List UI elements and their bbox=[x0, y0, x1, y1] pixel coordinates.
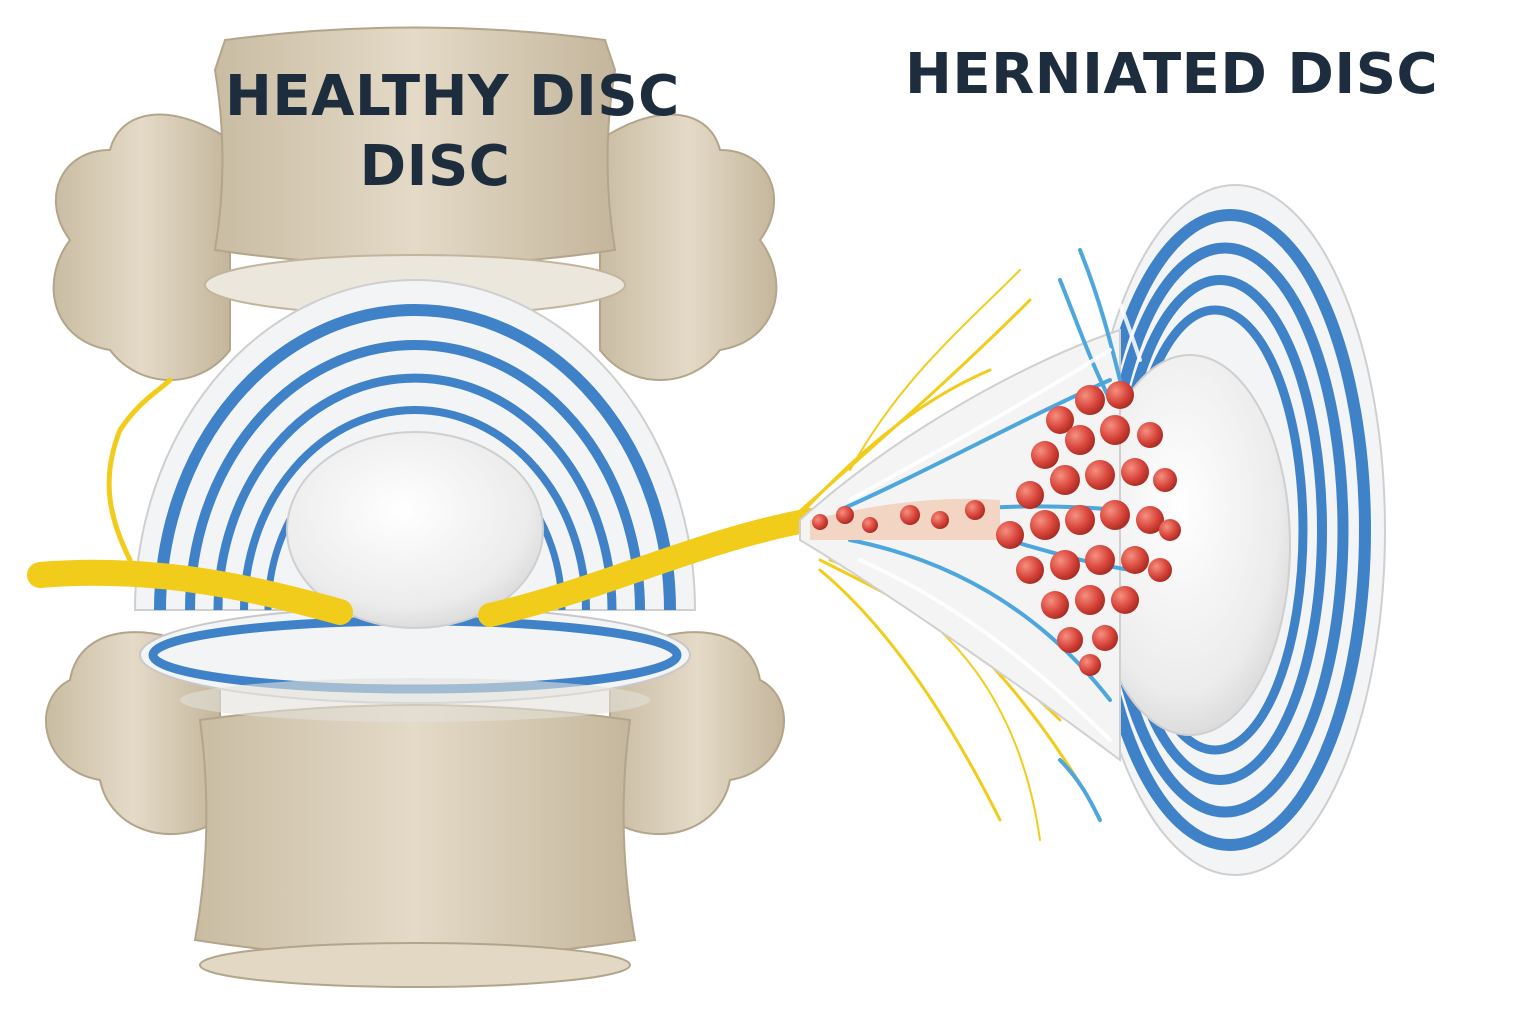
herniated-disc-illustration bbox=[799, 184, 1386, 876]
healthy-disc-label: HEALTHY DISC DISC bbox=[225, 62, 680, 202]
upper-vertebra bbox=[213, 26, 617, 266]
lower-vertebra bbox=[193, 704, 637, 959]
upper-right-process bbox=[599, 113, 778, 381]
lower-left-process bbox=[45, 631, 221, 835]
herniation-cone bbox=[799, 328, 1121, 762]
healthy-nucleus bbox=[286, 431, 544, 629]
upper-left-process bbox=[52, 113, 231, 381]
spinal-nerve-illustration bbox=[27, 269, 1092, 841]
healthy-disc-label-line1: HEALTHY DISC bbox=[225, 64, 680, 129]
healthy-disc-illustration bbox=[45, 26, 785, 988]
lower-right-process bbox=[609, 631, 785, 835]
healthy-disc-label-line2: DISC bbox=[359, 134, 511, 199]
lower-base bbox=[199, 942, 631, 988]
herniated-disc-label: HERNIATED DISC bbox=[905, 42, 1439, 107]
herniated-nucleus-material bbox=[810, 381, 1181, 676]
